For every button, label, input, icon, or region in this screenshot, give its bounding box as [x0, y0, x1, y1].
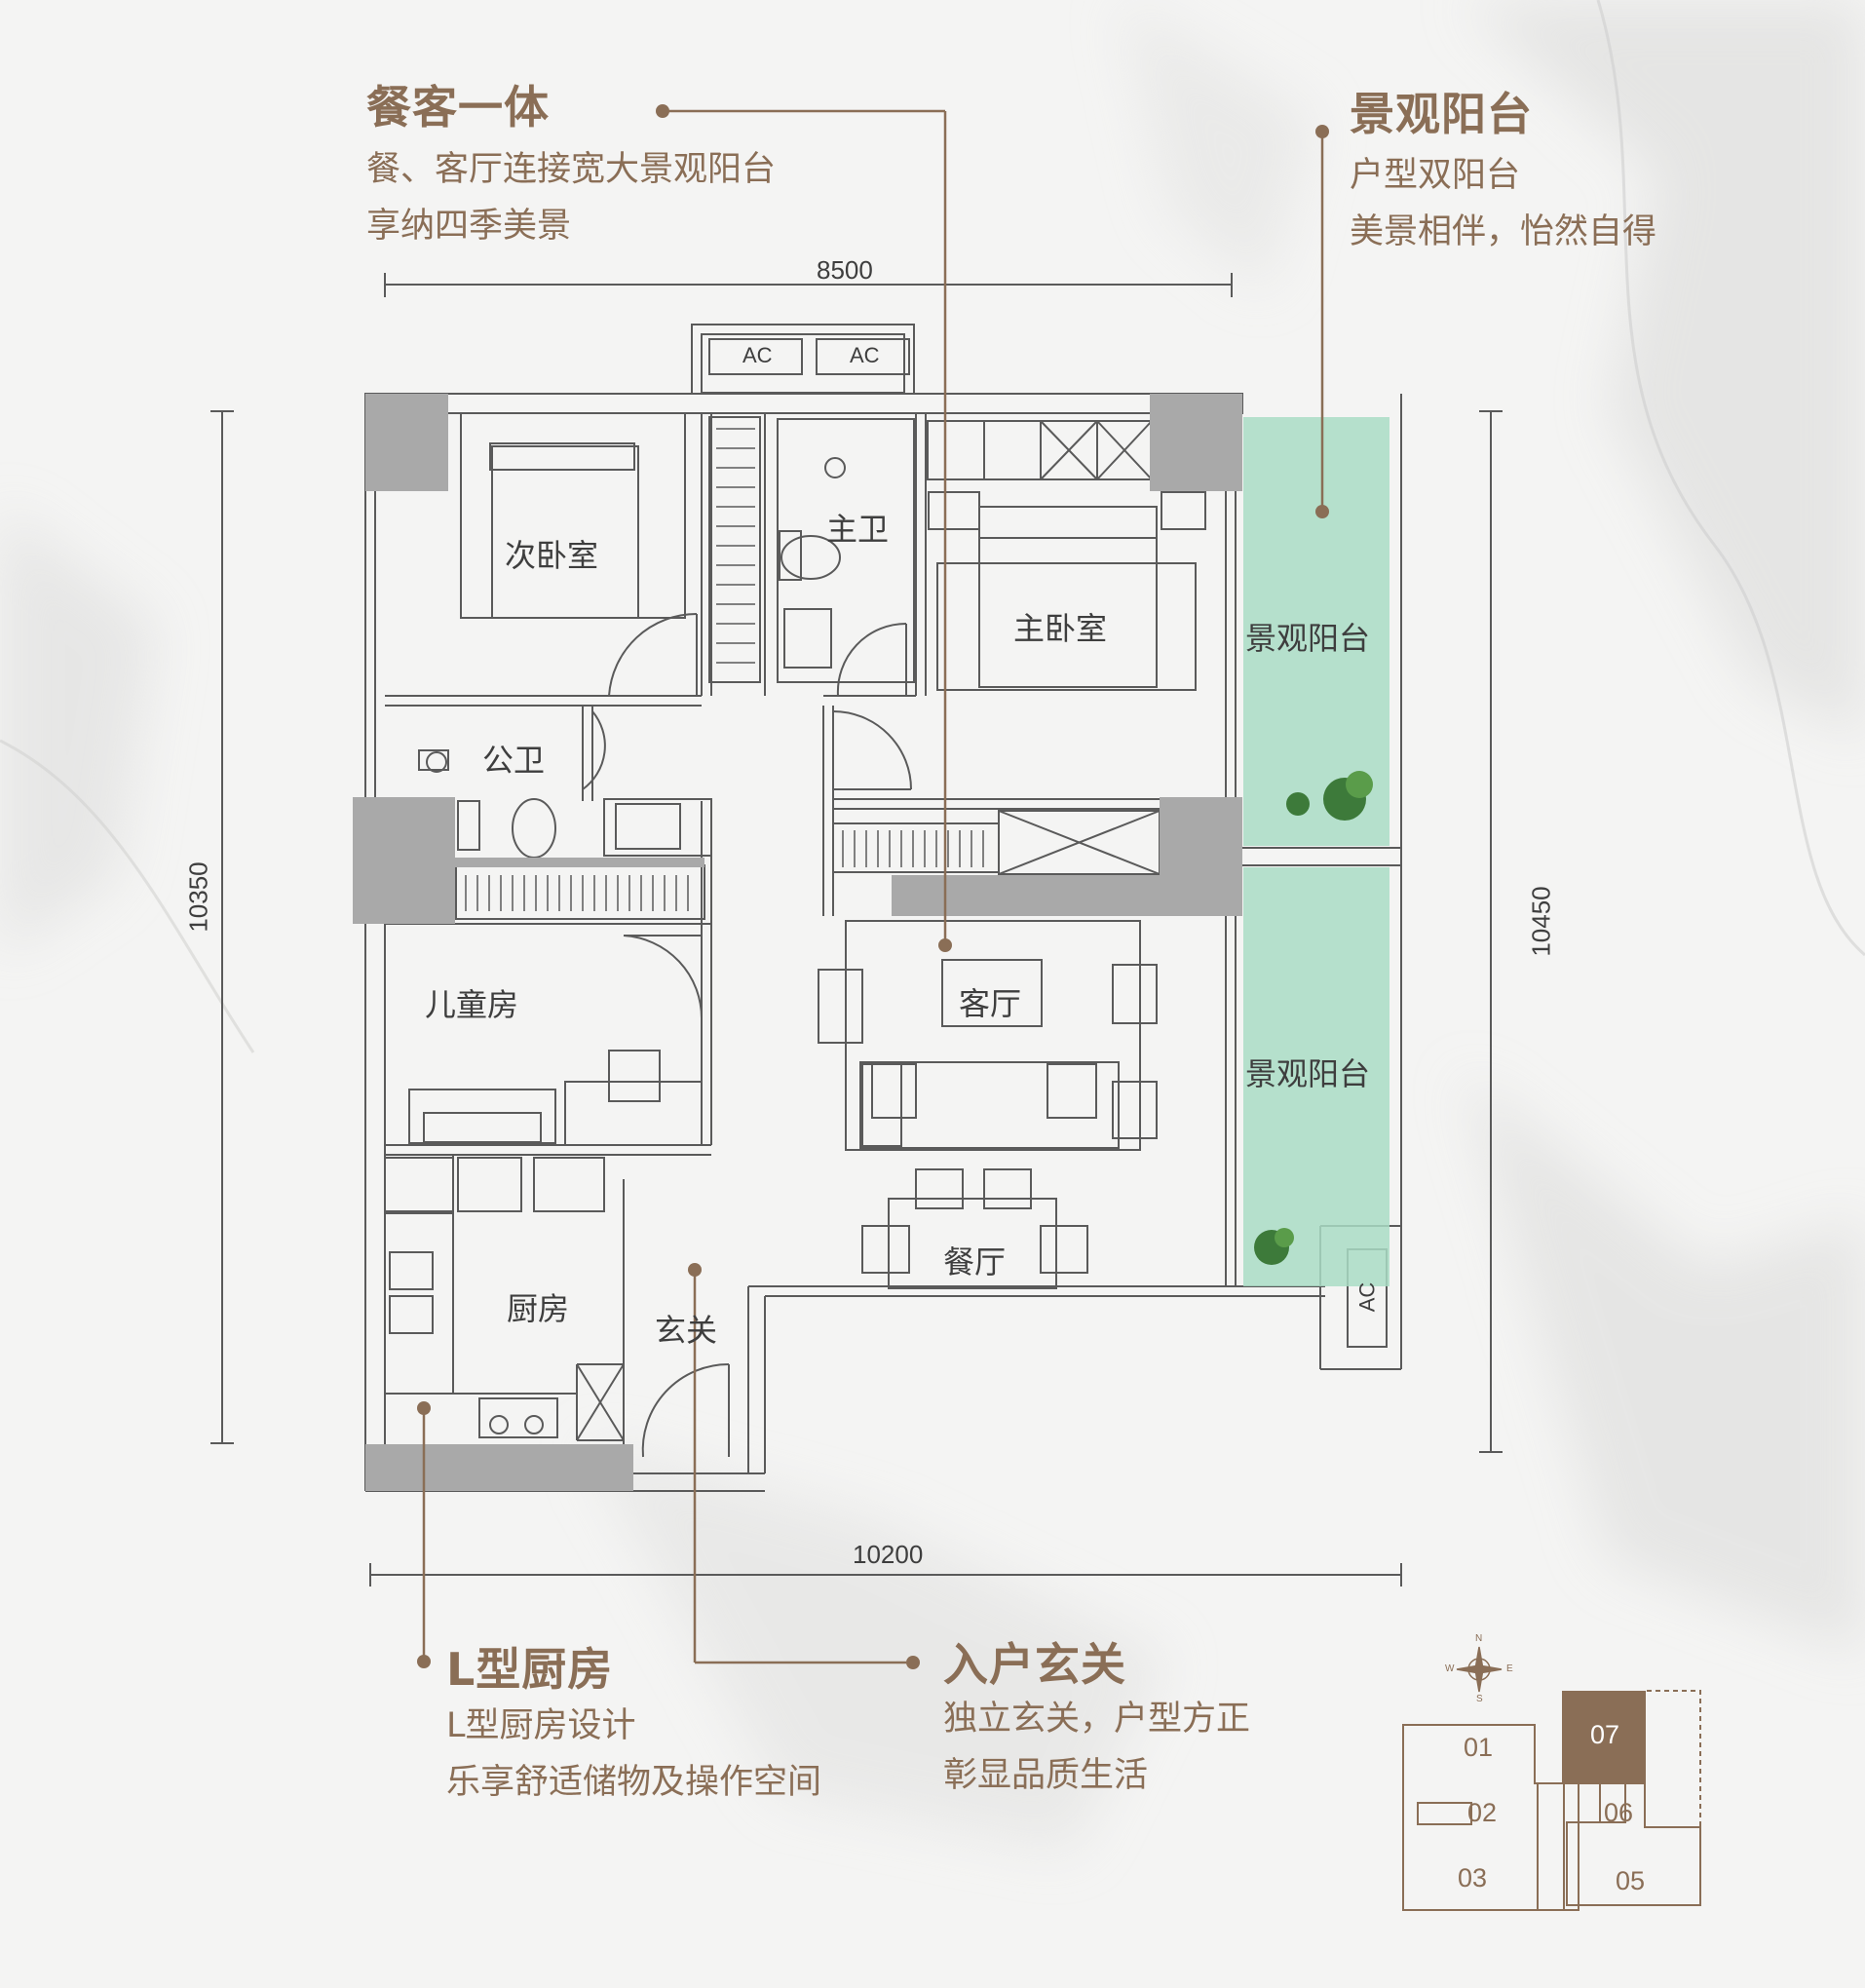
feature-kitchen-line: L型厨房设计: [446, 1706, 636, 1745]
plant-icons: [1254, 771, 1373, 1265]
room-foyer: 玄关: [655, 1312, 718, 1349]
key-unit-06: 06: [1604, 1798, 1634, 1827]
key-unit-07-selected: 07: [1590, 1720, 1620, 1749]
key-unit-01: 01: [1464, 1733, 1494, 1762]
room-master-bath: 主卫: [826, 511, 890, 548]
feature-dining-line: 享纳四季美景: [366, 207, 572, 246]
feature-kitchen-title: L型厨房: [446, 1643, 614, 1696]
dimension-top: 8500: [817, 255, 873, 285]
room-dining: 餐厅: [943, 1243, 1007, 1281]
room-master-bedroom: 主卧室: [1013, 610, 1108, 647]
room-kitchen: 厨房: [507, 1290, 570, 1327]
structural-columns: [353, 394, 1242, 1491]
ac-label: AC: [1354, 1281, 1380, 1313]
key-plan: [1402, 1690, 1701, 1911]
callout-dots: [417, 104, 1329, 1669]
callout-lines: [422, 109, 1324, 1664]
compass-w: W: [1445, 1663, 1455, 1674]
feature-balcony-line: 美景相伴，怡然自得: [1350, 212, 1657, 251]
feature-entry-line: 独立玄关，户型方正: [943, 1700, 1251, 1739]
compass-icon: [1456, 1646, 1503, 1693]
room-balcony-1: 景观阳台: [1245, 620, 1371, 657]
feature-kitchen-line: 乐享舒适储物及操作空间: [446, 1763, 822, 1802]
key-unit-02: 02: [1467, 1798, 1498, 1827]
ac-label: AC: [742, 343, 773, 367]
compass-s: S: [1476, 1694, 1483, 1704]
key-unit-05: 05: [1616, 1866, 1646, 1895]
feature-entry-title: 入户玄关: [943, 1638, 1126, 1691]
dimension-lines: [210, 273, 1503, 1587]
room-public-bath: 公卫: [482, 742, 546, 779]
dimension-right: 10450: [1526, 886, 1556, 957]
room-living: 客厅: [959, 985, 1022, 1022]
key-unit-03: 03: [1458, 1863, 1488, 1892]
compass-n: N: [1475, 1633, 1483, 1644]
feature-entry-line: 彰显品质生活: [943, 1756, 1149, 1795]
selected-unit: [1562, 1691, 1646, 1783]
furniture: [384, 338, 1388, 1438]
feature-dining-title: 餐客一体: [366, 81, 550, 134]
balcony-fill: [1243, 417, 1389, 1286]
door-swings: [582, 612, 912, 1458]
feature-dining-line: 餐、客厅连接宽大景观阳台: [366, 150, 777, 189]
feature-balcony-line: 户型双阳台: [1350, 156, 1521, 195]
compass-e: E: [1506, 1663, 1513, 1674]
room-balcony-2: 景观阳台: [1245, 1055, 1371, 1092]
ac-label: AC: [850, 343, 880, 367]
dimension-left: 10350: [183, 861, 213, 933]
room-kids: 儿童房: [425, 986, 519, 1023]
feature-balcony-title: 景观阳台: [1350, 88, 1533, 140]
room-second-bedroom: 次卧室: [505, 537, 599, 574]
dimension-bottom: 10200: [853, 1540, 924, 1569]
